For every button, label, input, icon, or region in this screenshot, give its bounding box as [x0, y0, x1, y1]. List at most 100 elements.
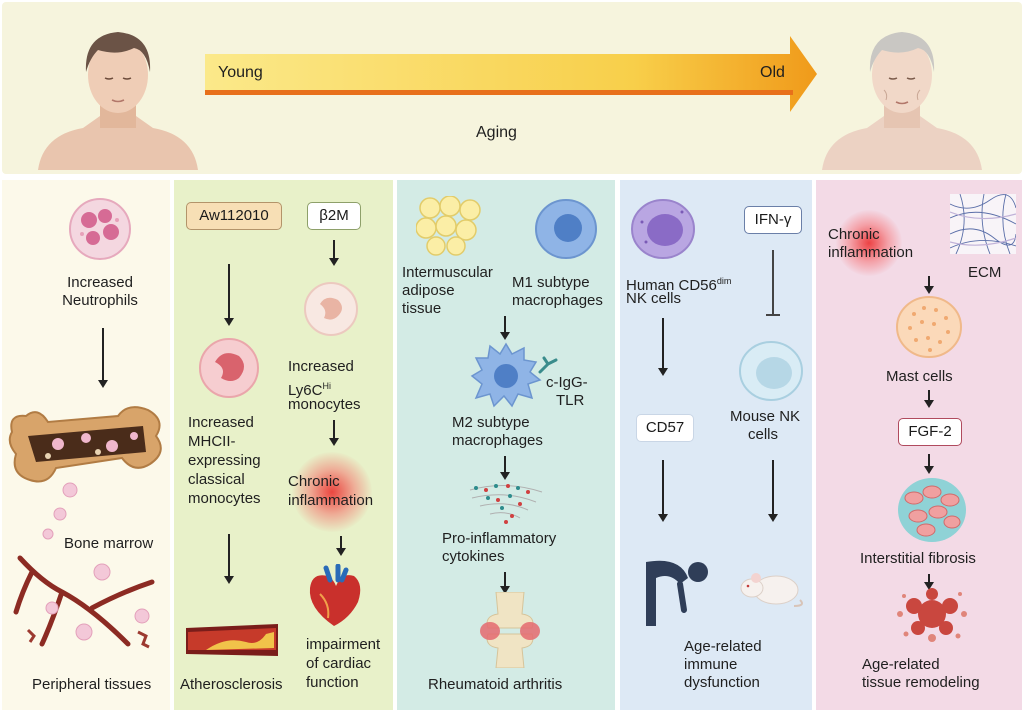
cd56-label-2: NK cells — [626, 290, 682, 307]
arrow-m1-to-m2 — [500, 316, 510, 340]
arrow-ly6c-to-chronic — [329, 420, 339, 446]
old-person-illustration — [822, 32, 982, 170]
receptor-icon — [538, 356, 558, 374]
b2m-box: β2M — [307, 202, 361, 230]
aw112010-box: Aw112010 — [186, 202, 282, 230]
arrow-b2m-to-ly6c — [329, 240, 339, 266]
arrow-cd56-to-cd57 — [658, 318, 668, 376]
mouse-nk-label-1: Mouse NK — [730, 408, 801, 425]
mhc-label-3: expressing — [188, 452, 261, 469]
ly6c-label-2: Ly6CHi — [288, 377, 331, 400]
young-label: Young — [218, 64, 263, 81]
heart-icon — [309, 564, 361, 626]
fibrosis-tissue-icon — [898, 478, 966, 542]
chronic-inflammation-label-4: inflammation — [828, 244, 914, 261]
dysfunction-label-1: Age-related — [684, 638, 762, 655]
chronic-inflammation-glow-2 — [836, 210, 902, 276]
old-label: Old — [760, 64, 785, 81]
cytokines-label-2: cytokines — [442, 548, 505, 565]
arrow-mouse-to-dysfunction — [768, 460, 778, 522]
dysfunction-label-2: immune — [684, 656, 738, 673]
mouse-nk-label-2: cells — [748, 426, 779, 443]
cd57-box: CD57 — [636, 414, 694, 442]
mouse-icon — [740, 573, 803, 607]
neutrophil-icon — [69, 198, 131, 260]
fgf2-box: FGF-2 — [898, 418, 962, 446]
arrow-cytokines-to-ra — [500, 572, 510, 594]
atherosclerosis-label: Atherosclerosis — [180, 676, 283, 693]
migrating-neutrophils-icon — [42, 482, 78, 540]
peripheral-tissues-label: Peripheral tissues — [32, 676, 152, 693]
cigg-label-1: c-IgG- — [546, 374, 588, 391]
arrow-neutrophil-to-bone — [98, 328, 108, 388]
young-person-illustration — [38, 32, 198, 170]
cytokines-label-1: Pro-inflammatory — [442, 530, 557, 547]
artery-plaque-icon — [186, 624, 278, 656]
arrow-chronic-to-mast — [924, 276, 934, 294]
increased-neutrophils-label: Increased Neutrophils — [62, 274, 138, 309]
mast-cells-label: Mast cells — [886, 368, 953, 385]
cd56-label-1: Human CD56dim — [626, 272, 731, 295]
chronic-inflammation-label-2: inflammation — [288, 492, 374, 509]
arrow-fibrosis-to-remodeling — [924, 574, 934, 590]
m1-macrophage-icon — [535, 199, 597, 259]
mhc-label-1: Increased — [188, 414, 254, 431]
cd56-sup: dim — [716, 276, 732, 286]
mhc-label-5: monocytes — [188, 490, 261, 507]
arrow-fgf-to-fibrosis — [924, 454, 934, 474]
ly6c-label-1: Increased — [288, 358, 354, 375]
hunched-person-icon — [646, 560, 708, 626]
chronic-inflammation-label-1: Chronic — [288, 473, 340, 490]
cigg-label-2: TLR — [556, 392, 585, 409]
remodeling-label-2: tissue remodeling — [862, 674, 980, 691]
ly6c-sup: Hi — [322, 381, 331, 391]
impairment-label-1: impairment — [306, 636, 381, 653]
mouse-nk-cell-icon — [739, 341, 803, 401]
arrow-cd57-to-dysfunction — [658, 460, 668, 522]
impairment-label-2: of cardiac — [306, 655, 372, 672]
mhc-monocyte-icon — [199, 338, 259, 398]
adipose-tissue-icon — [416, 196, 481, 256]
rheumatoid-arthritis-label: Rheumatoid arthritis — [428, 676, 563, 693]
m1-label-1: M1 subtype — [512, 274, 590, 291]
remodeling-label-1: Age-related — [862, 656, 940, 673]
arrow-chronic-to-heart — [336, 536, 346, 556]
cd56-text: Human CD56 — [626, 277, 717, 294]
aging-label: Aging — [476, 124, 517, 141]
peripheral-tissue-illustration — [13, 555, 155, 649]
cytokines-icon — [469, 484, 543, 524]
monocyte-panel — [174, 180, 393, 710]
arrow-mast-to-fgf — [924, 390, 934, 408]
mhc-label-4: classical — [188, 471, 245, 488]
adipose-label-3: tissue — [402, 300, 442, 317]
ifn-inhibition-line — [766, 250, 780, 316]
arrow-m2-to-cytokines — [500, 456, 510, 480]
mast-cell-icon — [896, 296, 962, 358]
ly6c-monocyte-icon — [304, 282, 358, 336]
cd56-nk-cell-icon — [631, 199, 695, 259]
m2-label-2: macrophages — [452, 432, 543, 449]
aging-arrow — [205, 36, 817, 112]
bone-marrow-label: Bone marrow — [64, 535, 154, 552]
adipose-label-2: adipose — [402, 282, 455, 299]
ly6c-label-3: monocytes — [288, 396, 361, 413]
arthritic-joint-icon — [480, 592, 540, 668]
m1-label-2: macrophages — [512, 292, 603, 309]
ifn-gamma-box: IFN-γ — [744, 206, 802, 234]
chronic-inflammation-label-3: Chronic — [828, 226, 880, 243]
impairment-label-3: function — [306, 674, 359, 691]
interstitial-fibrosis-label: Interstitial fibrosis — [860, 550, 976, 567]
mhc-label-2: MHCII- — [188, 433, 236, 450]
arrow-aw-to-mhc — [224, 264, 234, 326]
adipose-label-1: Intermuscular — [402, 264, 493, 281]
bone-marrow-illustration — [8, 406, 162, 483]
dysfunction-label-3: dysfunction — [684, 674, 760, 691]
m2-label-1: M2 subtype — [452, 414, 530, 431]
ecm-label: ECM — [968, 264, 1002, 281]
ly6c-text: Ly6C — [288, 382, 323, 399]
tissue-remodeling-icon — [897, 588, 967, 642]
arrow-mhc-to-athero — [224, 534, 234, 584]
ecm-fibers-icon — [950, 194, 1016, 254]
chronic-inflammation-glow — [292, 452, 372, 532]
m2-macrophage-icon — [470, 342, 542, 408]
